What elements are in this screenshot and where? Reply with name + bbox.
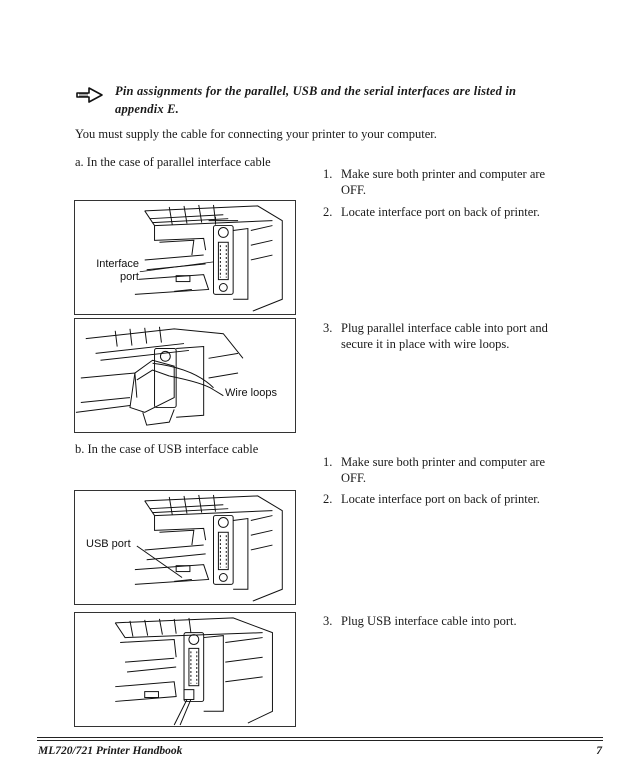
pointing-hand-icon	[75, 84, 105, 106]
footer-title: ML720/721 Printer Handbook	[38, 745, 183, 757]
usb-cable-illustration	[74, 612, 296, 727]
printer-back-illustration-interface-port	[74, 200, 296, 315]
section-a-step-3: 3. Plug parallel interface cable into por…	[323, 320, 568, 352]
section-b-step-3: 3. Plug USB interface cable into port.	[323, 613, 568, 629]
intro-text: You must supply the cable for connecting…	[75, 127, 437, 141]
step-text: Locate interface port on back of printer…	[341, 205, 540, 219]
note-text: Pin assignments for the parallel, USB an…	[115, 84, 517, 116]
footer-rule	[37, 737, 603, 738]
step-text: Make sure both printer and computer are …	[341, 455, 546, 485]
section-b-step-2: 2. Locate interface port on back of print…	[323, 491, 568, 507]
step-text: Plug USB interface cable into port.	[341, 614, 517, 628]
section-a-heading: a. In the case of parallel interface cab…	[75, 155, 271, 169]
printer-drawing	[134, 204, 283, 312]
step-number: 3.	[323, 321, 333, 335]
section-b-step-1: 1. Make sure both printer and computer ar…	[323, 454, 568, 486]
cable-wire-loops-illustration	[74, 318, 296, 433]
wire-loops-label: Wire loops	[225, 387, 277, 400]
step-text: Plug parallel interface cable into port …	[341, 321, 548, 351]
step-number: 1.	[323, 455, 333, 469]
interface-port-label: Interface port	[84, 258, 139, 284]
section-b-heading: b. In the case of USB interface cable	[75, 442, 259, 456]
cable-drawing	[75, 326, 244, 426]
page-number: 7	[596, 745, 602, 757]
footer-rule	[37, 740, 603, 741]
section-a-step-1: 1. Make sure both printer and computer ar…	[323, 166, 568, 198]
step-number: 2.	[323, 492, 333, 506]
section-a-step-2: 2. Locate interface port on back of print…	[323, 204, 568, 220]
step-text: Locate interface port on back of printer…	[341, 492, 540, 506]
step-number: 2.	[323, 205, 333, 219]
step-text: Make sure both printer and computer are …	[341, 167, 546, 197]
step-number: 3.	[323, 614, 333, 628]
usb-port-label: USB port	[86, 538, 131, 551]
printer-drawing	[134, 494, 283, 602]
usb-cable-drawing	[114, 617, 273, 726]
step-number: 1.	[323, 167, 333, 181]
